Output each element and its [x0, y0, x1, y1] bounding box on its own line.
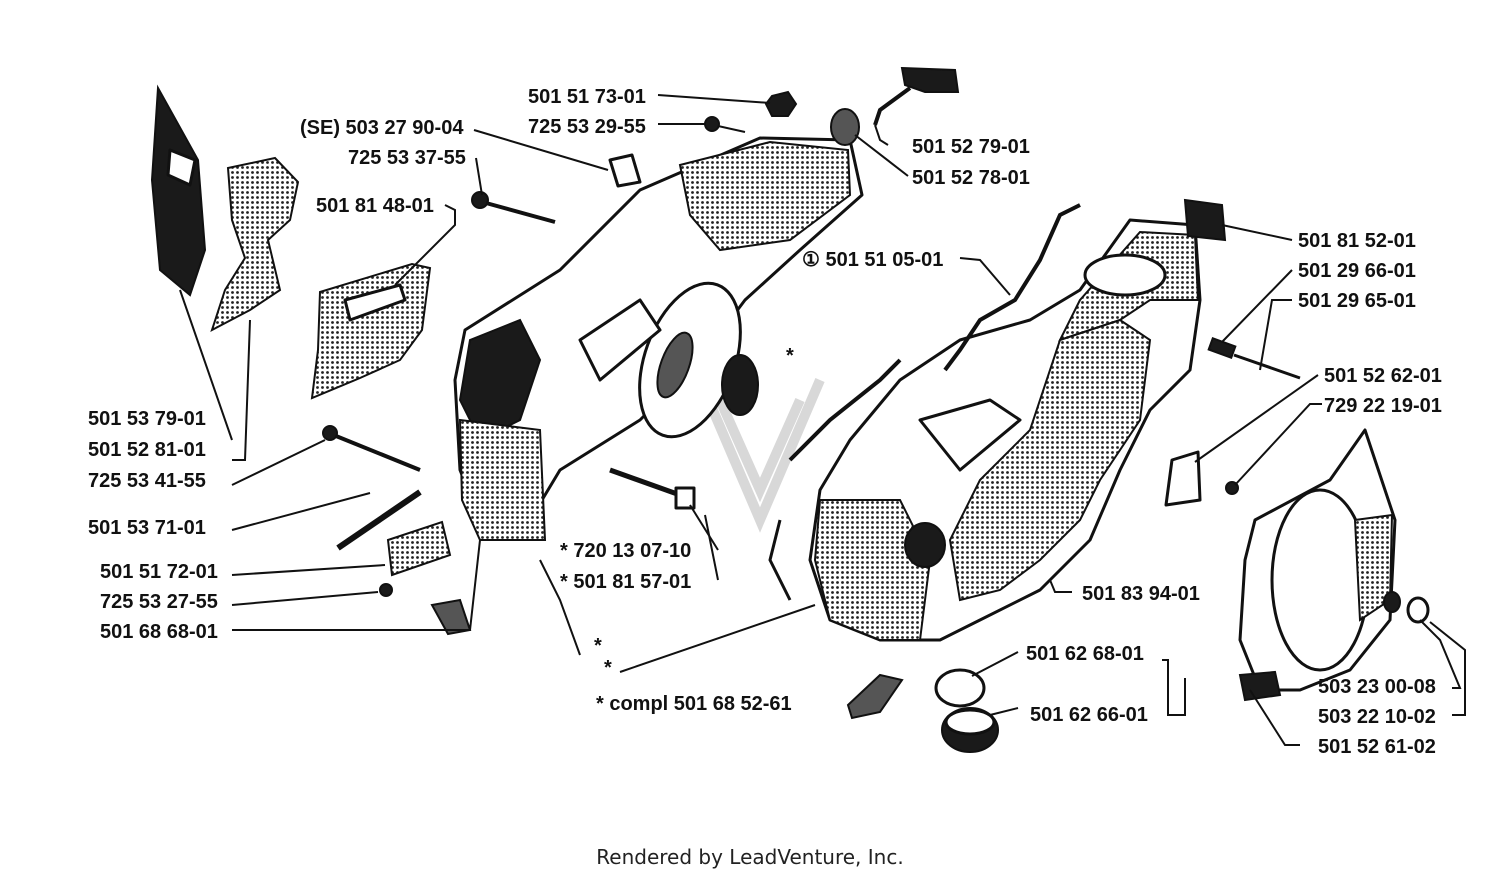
footer-credit: Rendered by LeadVenture, Inc. [596, 845, 903, 869]
nut-501-51-73 [764, 90, 798, 117]
filter-501-62-68 [846, 673, 904, 720]
part-label-501-53-79-01: 501 53 79-01 [88, 408, 206, 430]
cap-501-81-52 [1183, 198, 1227, 242]
part-label-503-22-10-02: 503 22 10-02 [1318, 706, 1436, 728]
spring-501-29-66 [1207, 336, 1301, 380]
part-label-501-83-94-01: 501 83 94-01 [1082, 583, 1200, 605]
part-label-501-52-78-01: 501 52 78-01 [912, 167, 1030, 189]
part-label-compl-501-68-52-61: * compl 501 68 52-61 [596, 693, 792, 715]
part-label-503-23-00-08: 503 23 00-08 [1318, 676, 1436, 698]
part-label-503-27-90-04: (SE) 503 27 90-04 [300, 117, 464, 139]
bolt-725-53-41 [322, 425, 421, 472]
part-label-501-52-79-01: 501 52 79-01 [912, 136, 1030, 158]
screw-725-53-27 [379, 583, 393, 597]
watermark-logo [695, 378, 825, 533]
pad-501-51-72 [386, 520, 452, 577]
part-label-501-29-65-01: 501 29 65-01 [1298, 290, 1416, 312]
part-label-725-53-37-55: 725 53 37-55 [348, 147, 466, 169]
asterisk-marker: * [604, 657, 612, 679]
handle-bracket-501-52-79 [873, 66, 960, 126]
part-label-501-81-52-01: 501 81 52-01 [1298, 230, 1416, 252]
part-label-725-53-29-55: 725 53 29-55 [528, 116, 646, 138]
part-label-501-52-62-01: 501 52 62-01 [1324, 365, 1442, 387]
asterisk-marker: * [594, 635, 602, 657]
part-label-720-13-07-10: * 720 13 07-10 [560, 540, 691, 562]
part-label-501-51-05-01: ① 501 51 05-01 [802, 249, 943, 271]
nut-503-23-00 [1383, 591, 1430, 624]
seal-ring [934, 668, 986, 708]
part-label-501-52-61-02: 501 52 61-02 [1318, 736, 1436, 758]
part-label-501-51-73-01: 501 51 73-01 [528, 86, 646, 108]
screw-725-53-29 [704, 116, 746, 133]
bolt-725-53-37 [471, 191, 556, 224]
part-label-501-52-81-01: 501 52 81-01 [88, 439, 206, 461]
clutch-cover [310, 262, 432, 400]
part-label-501-81-48-01: 501 81 48-01 [316, 195, 434, 217]
pin-501-53-71 [336, 489, 422, 551]
part-label-501-81-57-01: * 501 81 57-01 [560, 571, 691, 593]
cap-501-62-66 [941, 707, 999, 753]
bushing-501-52-78 [830, 108, 860, 146]
starter-plate [1238, 428, 1397, 702]
plug-503-27-90 [608, 153, 642, 188]
chain-guard-plate [150, 84, 207, 297]
part-label-501-68-68-01: 501 68 68-01 [100, 621, 218, 643]
part-label-729-22-19-01: 729 22 19-01 [1324, 395, 1442, 417]
part-label-501-62-66-01: 501 62 66-01 [1030, 704, 1148, 726]
bracket-501-68-68 [430, 598, 472, 636]
part-label-725-53-27-55: 725 53 27-55 [100, 591, 218, 613]
part-label-501-51-72-01: 501 51 72-01 [100, 561, 218, 583]
part-label-501-29-66-01: 501 29 66-01 [1298, 260, 1416, 282]
throttle-rod-501-51-05 [943, 203, 1081, 372]
chain-catcher-bracket [210, 156, 300, 333]
cylinder-housing [768, 218, 1202, 642]
leader-lines [179, 94, 1466, 746]
part-label-501-53-71-01: 501 53 71-01 [88, 517, 206, 539]
part-labels: 501 51 73-01 725 53 29-55 (SE) 503 27 90… [88, 86, 1442, 758]
bracket-729-22-19 [1164, 450, 1239, 507]
bolt-720-13-07 [609, 467, 696, 510]
asterisk-marker: * [786, 345, 794, 367]
crankcase-housing [453, 136, 864, 541]
part-label-725-53-41-55: 725 53 41-55 [88, 470, 206, 492]
part-label-501-62-68-01: 501 62 68-01 [1026, 643, 1144, 665]
